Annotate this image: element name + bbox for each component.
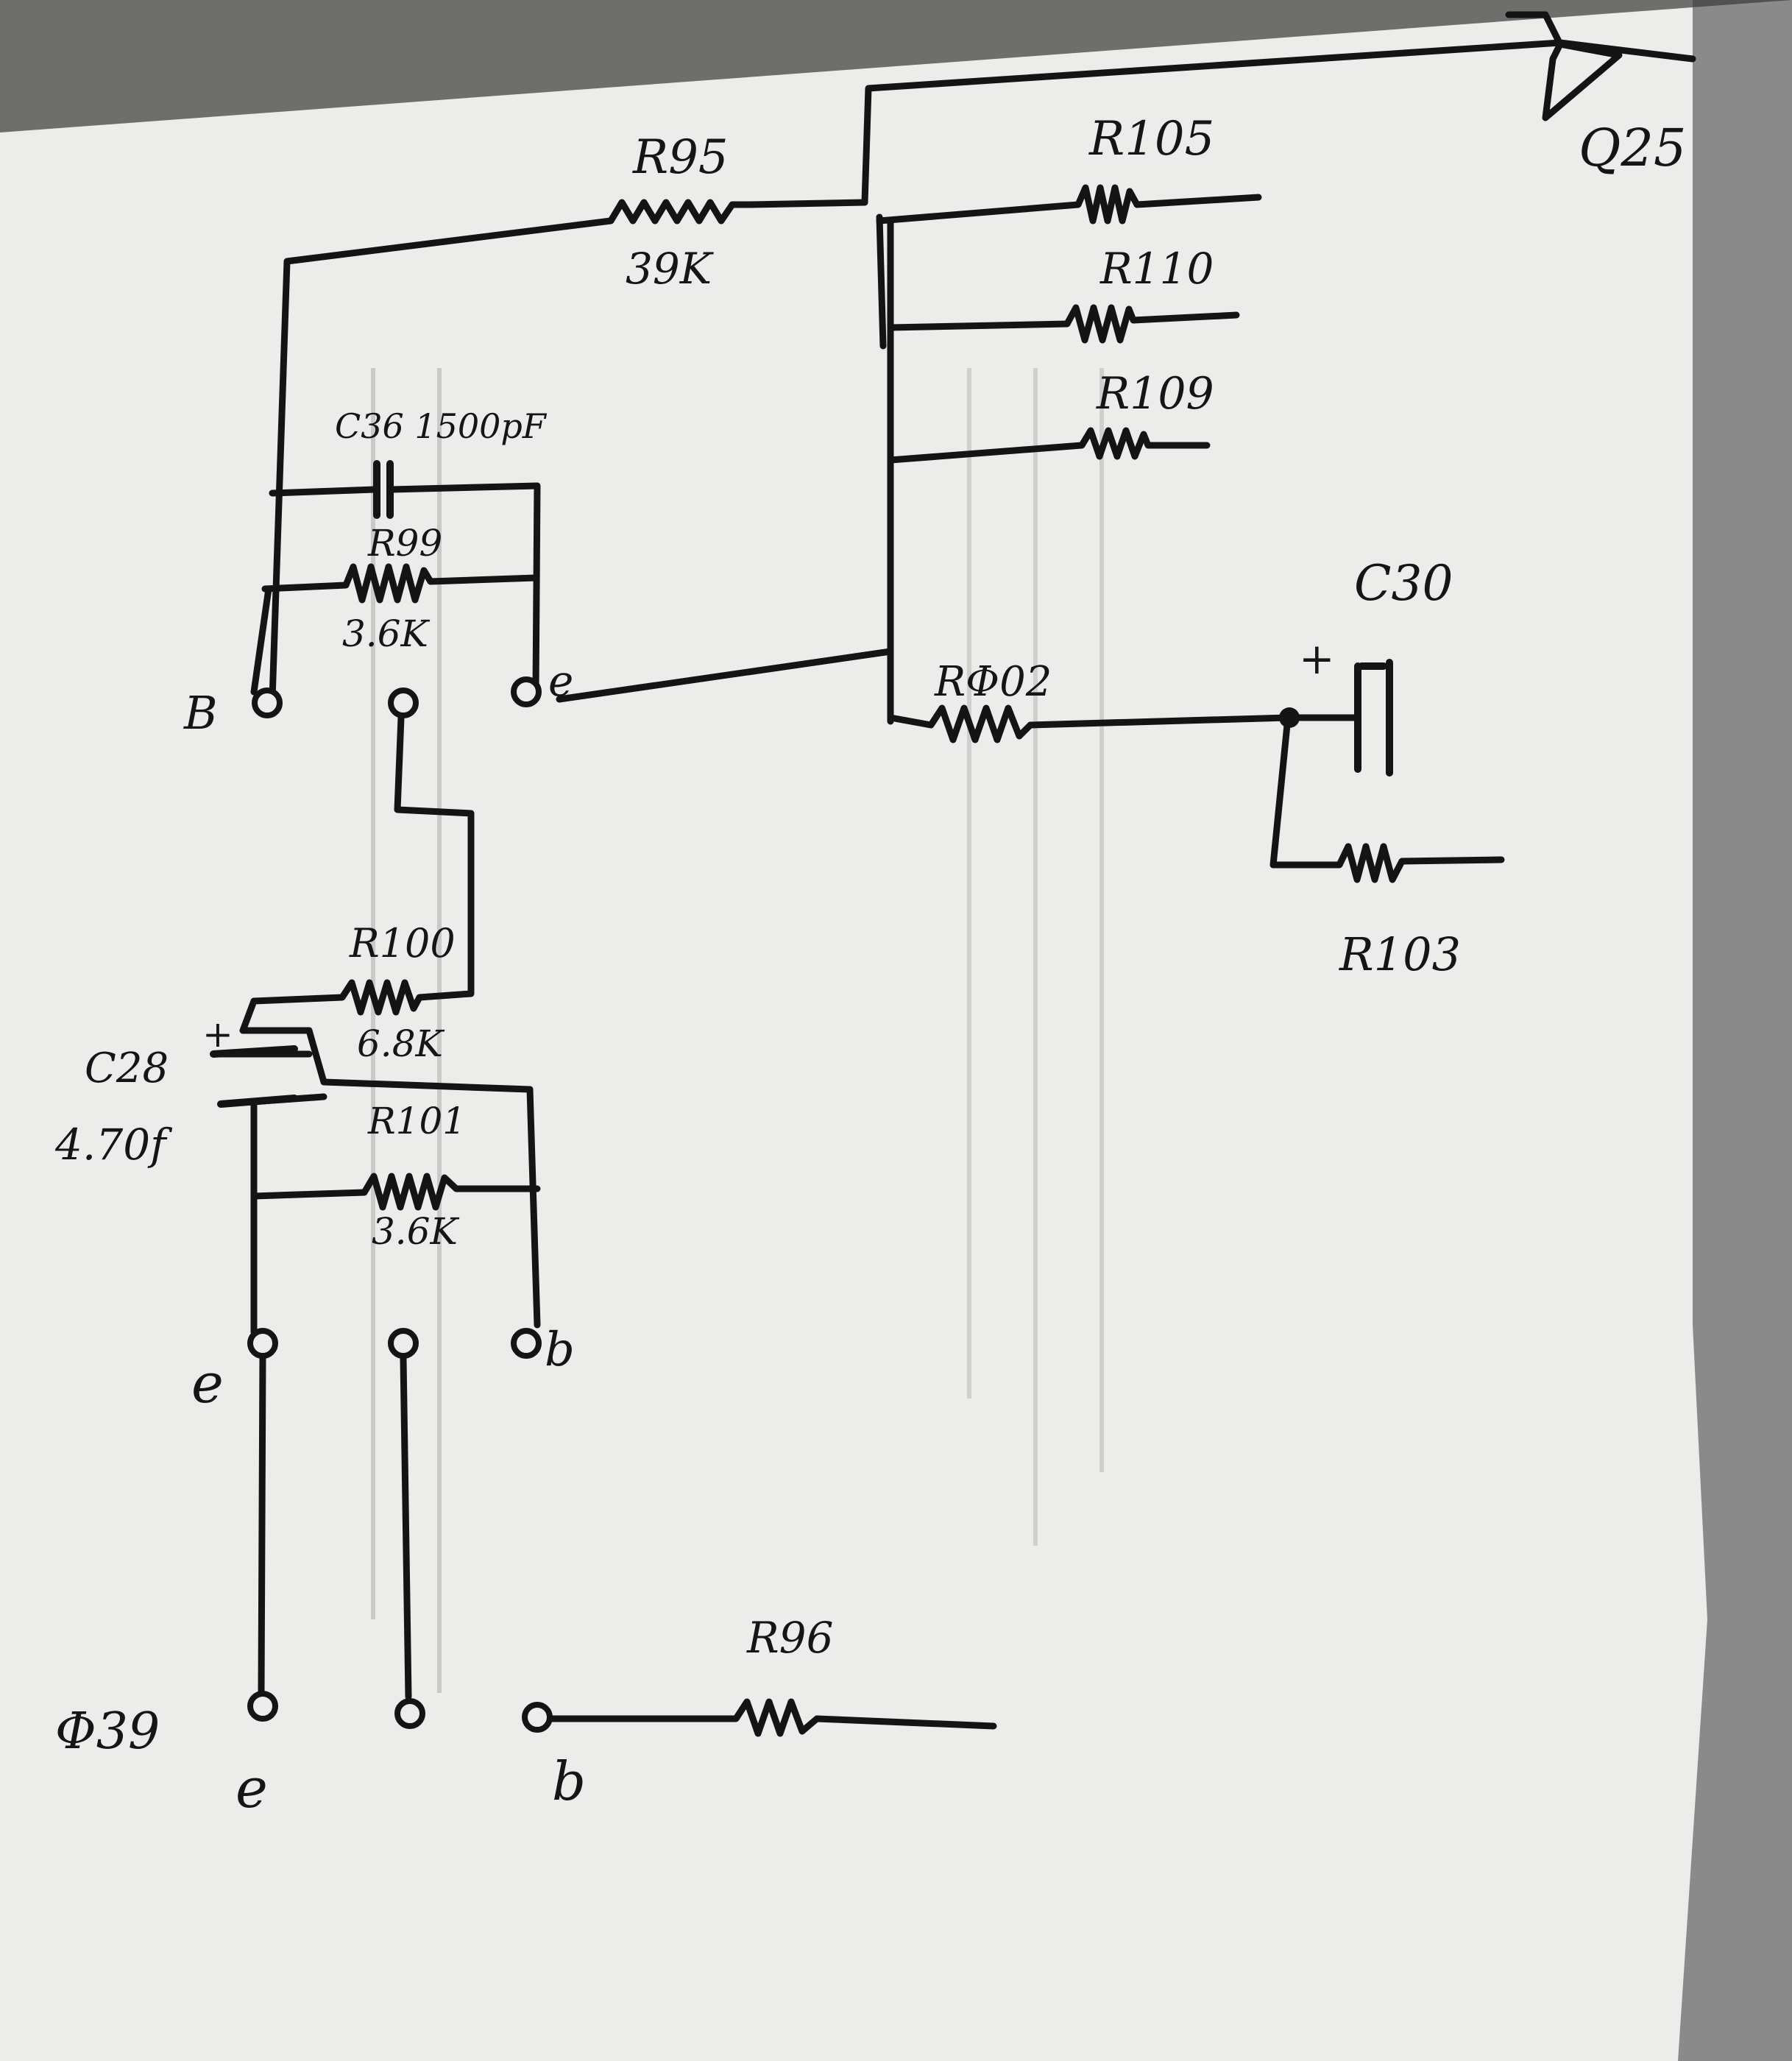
label-e-top: e: [548, 656, 573, 706]
resistor-r103: [1336, 843, 1405, 883]
resistor-r101: [361, 1173, 459, 1211]
label-r101-value: 3.6K: [372, 1210, 460, 1253]
wire-r110-out: [1130, 311, 1240, 324]
capacitor-c36: [373, 460, 394, 519]
q25-symbol: [1505, 11, 1623, 121]
wiring: [210, 11, 1696, 1730]
label-e-mid: e: [191, 1352, 224, 1415]
capacitor-c28: [210, 1045, 298, 1108]
resistor-r109: [1079, 427, 1152, 460]
label-q25: Q25: [1579, 118, 1686, 178]
resistor-r105: [1074, 184, 1140, 225]
wire-to-r102: [887, 714, 935, 729]
wire-r95-left: [269, 217, 615, 703]
junction-node-c30: [1279, 707, 1300, 728]
wire-e-long: [258, 1351, 266, 1697]
label-r102: RΦ02: [934, 658, 1052, 706]
wire-mid-long: [400, 1354, 412, 1700]
wire-c36-right: [388, 482, 541, 696]
wire-b-top: [250, 585, 272, 696]
wire-top-rail: [861, 39, 1696, 206]
wire-mid-top: [394, 714, 475, 1001]
resistor-r96: [733, 1698, 819, 1737]
label-r109: R109: [1096, 368, 1214, 420]
label-e-bot: e: [235, 1757, 268, 1820]
wire-r95-right: [747, 199, 868, 208]
label-b-mid: b: [545, 1323, 575, 1377]
wire-r99-left: [261, 581, 350, 593]
label-r100-value: 6.8K: [357, 1022, 445, 1065]
resistor-r99: [342, 563, 433, 604]
terminal-e-bot: [247, 1691, 278, 1722]
terminal-center-mid: [388, 1328, 419, 1359]
resistor-r102: [928, 704, 1033, 743]
resistor-r95: [608, 199, 751, 225]
terminal-mid-top: [388, 687, 419, 718]
terminal-e-top: [511, 676, 542, 707]
wire-bus-to-e: [556, 648, 894, 703]
wire-to-r110: [887, 320, 1071, 331]
terminal-b-mid: [511, 1328, 542, 1359]
label-c28-value: 4.70f: [54, 1120, 173, 1170]
label-c28-plus: +: [202, 1013, 233, 1056]
label-r105: R105: [1088, 112, 1214, 166]
label-c30-plus: +: [1299, 634, 1335, 684]
wire-to-r109: [887, 442, 1086, 464]
label-r101: R101: [367, 1100, 466, 1142]
label-r96: R96: [746, 1613, 833, 1663]
wire-r101-left: [250, 1189, 368, 1200]
right-shadow: [1678, 0, 1792, 2061]
wire-r101-right-bus: [526, 1086, 541, 1329]
label-c28: C28: [85, 1044, 169, 1092]
wire-r99-right: [427, 574, 539, 585]
wire-r96-right: [813, 1715, 997, 1730]
wire-r105-out: [1133, 194, 1262, 208]
label-r99-value: 3.6K: [342, 612, 431, 655]
terminal-center-bot: [394, 1698, 425, 1729]
resistor-r110: [1064, 304, 1137, 344]
label-r100: R100: [349, 920, 456, 966]
wire-right-bus: [876, 213, 887, 350]
terminal-b-bot: [522, 1702, 553, 1733]
wire-r103-out: [1398, 856, 1505, 865]
label-r99: R99: [367, 522, 442, 565]
label-r95-value: 39K: [626, 244, 715, 294]
label-c30: C30: [1354, 555, 1453, 612]
capacitor-c30: [1354, 659, 1393, 777]
wire-to-r103: [1269, 714, 1343, 869]
wire-r100-left: [239, 994, 534, 1093]
label-b-top: B: [183, 686, 218, 740]
label-r103: R103: [1339, 927, 1461, 981]
resistor-r100: [339, 979, 422, 1016]
wire-c36-left: [269, 486, 379, 497]
terminal-e-mid: [247, 1328, 278, 1359]
label-r95: R95: [632, 130, 729, 185]
label-c36: C36 1500pF: [335, 406, 548, 446]
label-q39: Φ39: [55, 1703, 160, 1761]
wire-to-r105: [876, 201, 1082, 225]
terminal-b-top: [252, 687, 283, 718]
label-b-bot: b: [552, 1750, 586, 1812]
label-r110: R110: [1099, 244, 1214, 294]
